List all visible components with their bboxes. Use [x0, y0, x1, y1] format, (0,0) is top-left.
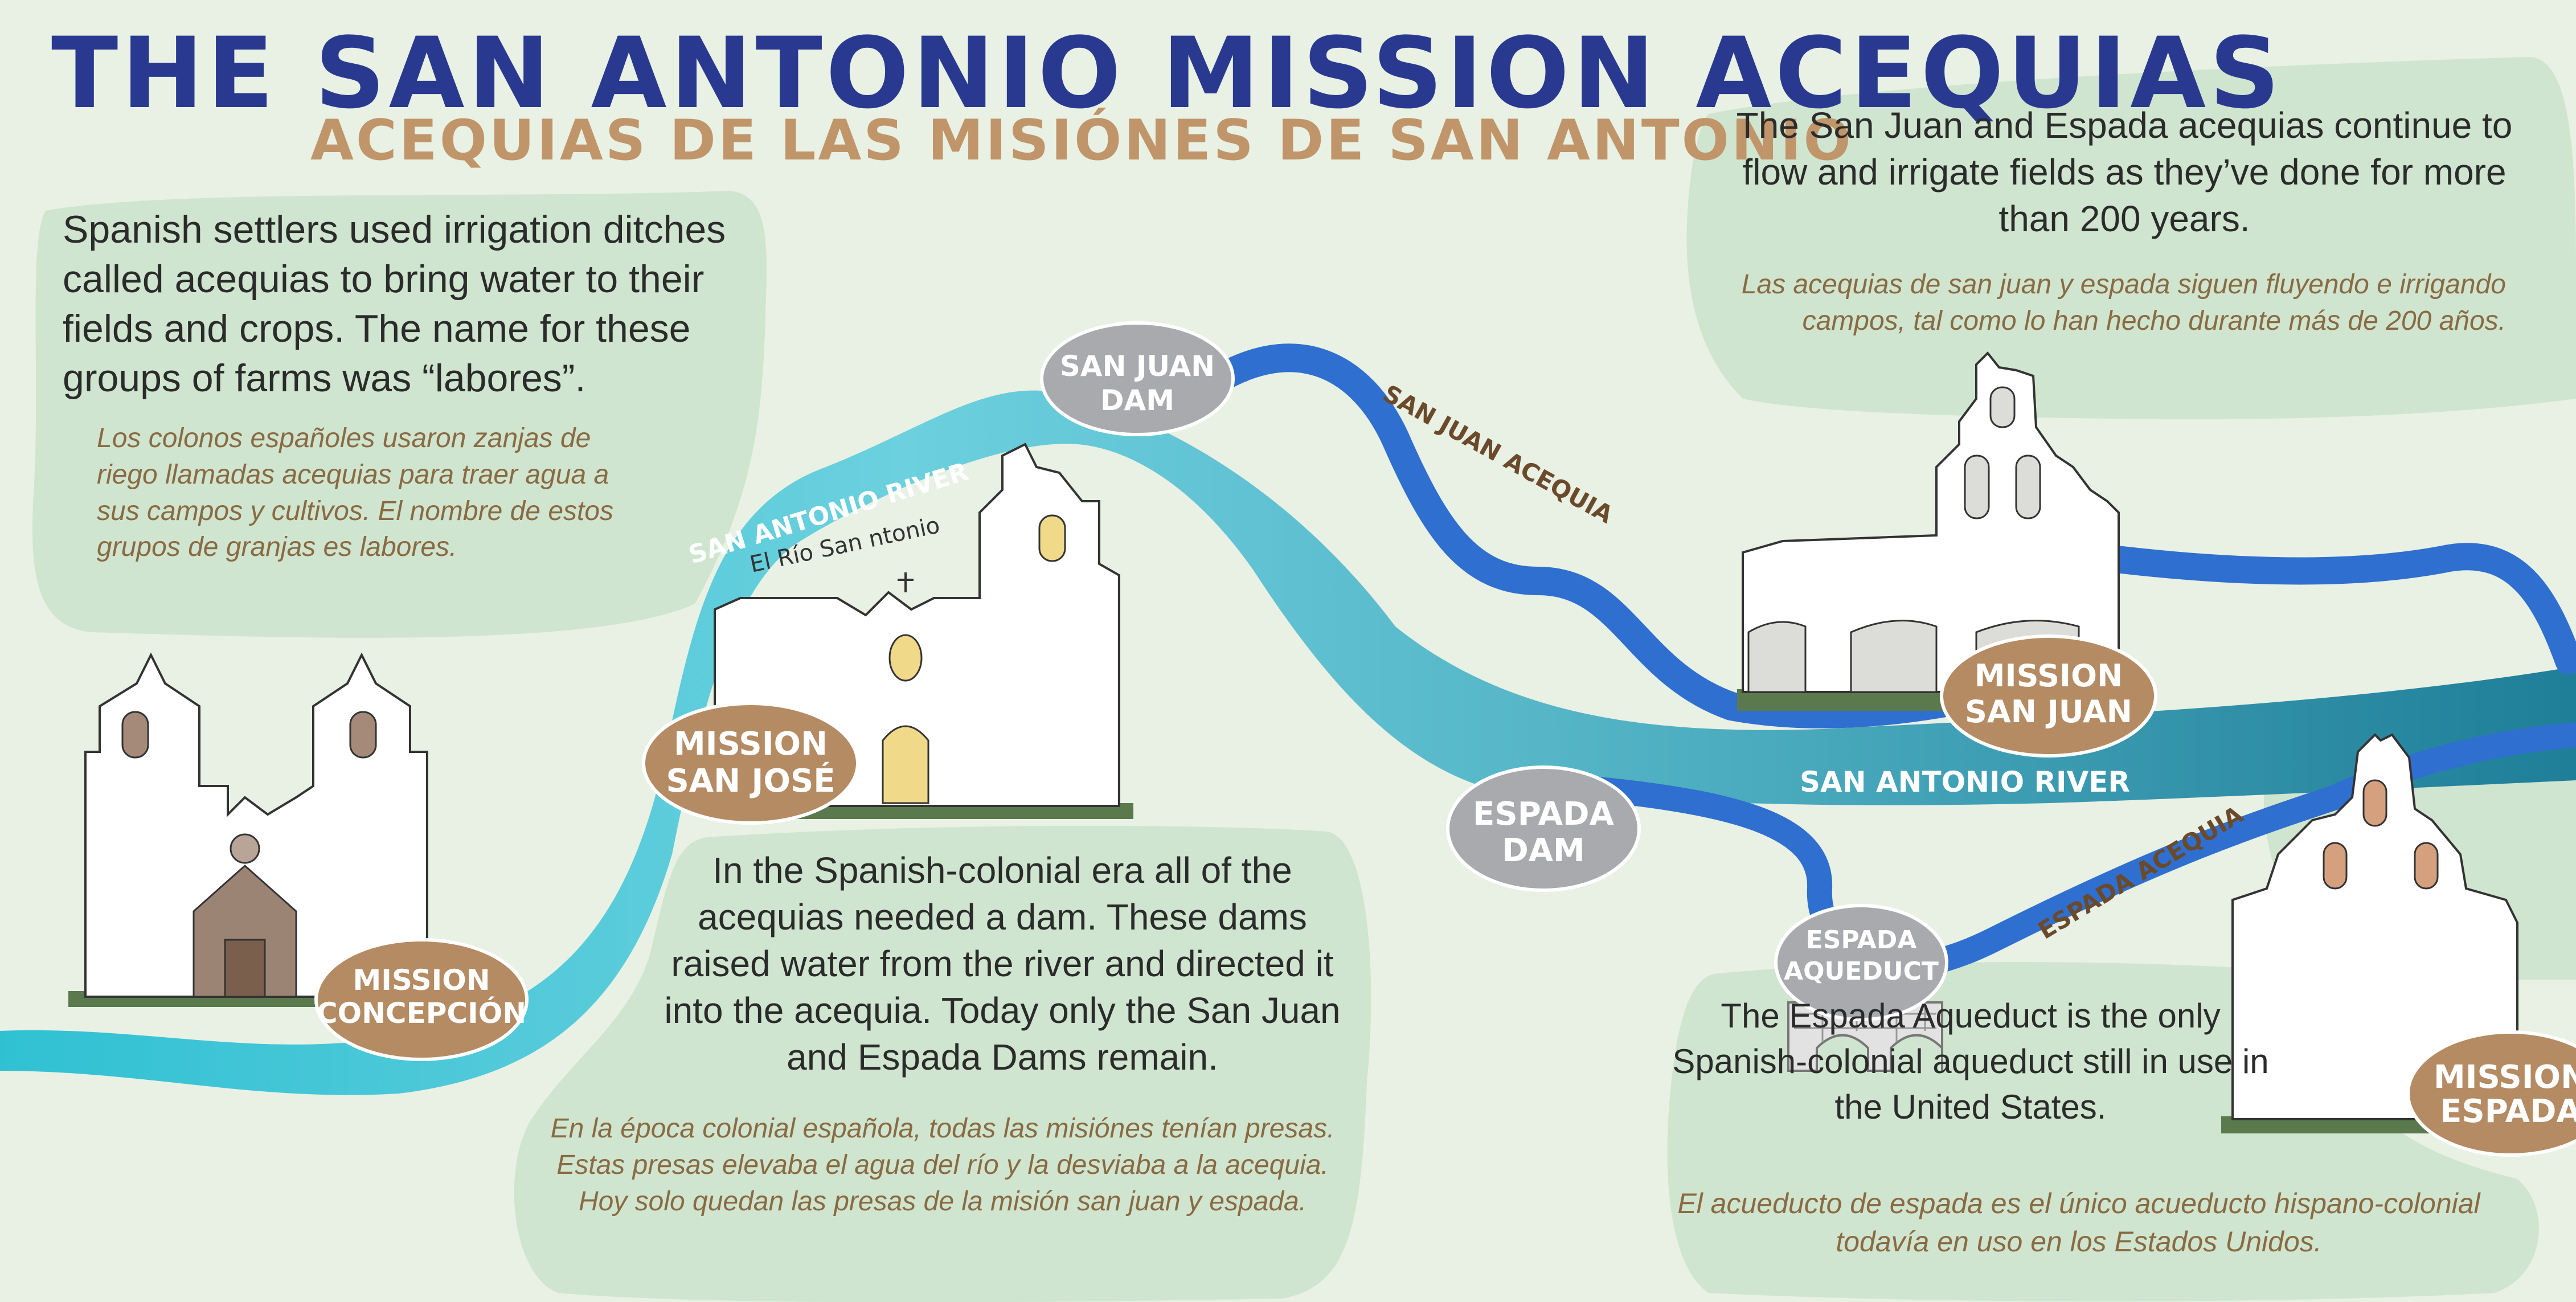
dams-text-blob — [514, 826, 1371, 1302]
flow-text-es: Las acequias de san juan y espada siguen… — [1741, 269, 2506, 336]
page-subtitle: ACEQUIAS DE LAS MISIÓNES DE SAN ANTONIO — [310, 108, 1853, 173]
san-antonio-river — [0, 390, 2576, 1095]
san-juan-acequia — [1210, 343, 2065, 728]
intro-text-es: Los colonos españoles usaron zanjas de r… — [97, 423, 614, 563]
san-juan-dam-label-1: SAN JUAN — [1060, 350, 1215, 383]
mission-espada-badge — [2406, 1030, 2576, 1157]
aqueduct-text-es: El acueducto de espada es el único acued… — [1677, 1188, 2480, 1258]
mission-san-jose-badge — [642, 702, 859, 825]
san-juan-dam-label-2: DAM — [1100, 384, 1174, 417]
san-juan-dam-badge — [1040, 321, 1235, 436]
espada-aqueduct-label-1: ESPADA — [1806, 926, 1917, 955]
page-title: THE SAN ANTONIO MISSION ACEQUIAS — [51, 16, 2284, 130]
dams-text-es: En la época colonial española, todas las… — [550, 1113, 1335, 1217]
mission-san-jose-label-1: MISSION — [674, 726, 828, 763]
mission-espada-label-2: ESPADA — [2440, 1093, 2576, 1130]
espada-aqueduct-badge — [1774, 904, 1948, 1021]
flow-text-en: The San Juan and Espada acequias continu… — [1736, 105, 2513, 239]
mission-espada-building — [2221, 733, 2540, 1133]
dams-text-en: In the Spanish-colonial era all of the a… — [664, 850, 1341, 1078]
river-lower-label: SAN ANTONIO RIVER — [1800, 765, 2130, 799]
mission-san-juan-label-2: SAN JUAN — [1965, 694, 2132, 730]
espada-acequia-label: ESPADA ACEQUIA — [2033, 800, 2248, 945]
mission-san-juan-label-1: MISSION — [1975, 658, 2123, 694]
mission-concepcion-label-2: CONCEPCIÓN — [317, 996, 526, 1030]
san-juan-acequia-branch — [2094, 543, 2576, 674]
espada-dam-badge — [1446, 765, 1641, 892]
mission-san-jose-label-2: SAN JOSÉ — [666, 762, 835, 800]
intro-text-en: Spanish settlers used irrigation ditches… — [63, 208, 726, 400]
mission-concepcion-badge — [314, 938, 529, 1061]
intro-text-blob — [32, 191, 767, 638]
espada-dam-label-2: DAM — [1502, 832, 1585, 869]
flow-text-blob — [1686, 57, 2576, 420]
mission-concepcion-label-1: MISSION — [353, 964, 490, 997]
mission-espada-label-1: MISSION — [2434, 1059, 2576, 1096]
aqueduct-text-en: The Espada Aqueduct is the only Spanish-… — [1672, 997, 2269, 1126]
espada-dam-label-1: ESPADA — [1473, 796, 1614, 833]
mission-san-juan-badge — [1940, 634, 2157, 758]
espada-aqueduct-label-2: AQUEDUCT — [1784, 957, 1939, 986]
